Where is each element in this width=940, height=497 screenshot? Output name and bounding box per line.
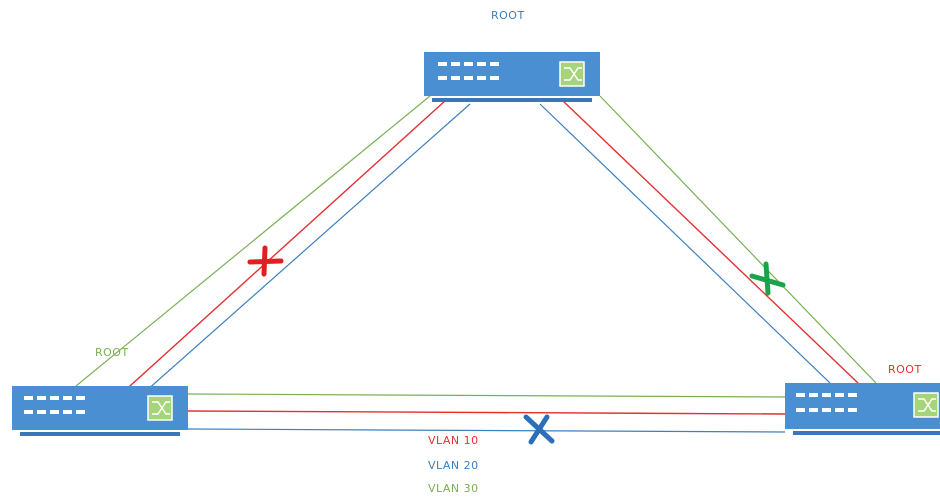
left-root-label: ROOT xyxy=(95,346,129,359)
legend-vlan-10: VLAN 10 xyxy=(428,434,479,447)
vlan20-link-top-left xyxy=(145,103,471,392)
switch-icon xyxy=(559,61,585,87)
vlan20-link-left-right xyxy=(187,428,786,433)
vlan30-link-top-left xyxy=(75,95,431,387)
left-switch xyxy=(12,386,188,436)
port-group-icon xyxy=(438,62,499,80)
switch-icon xyxy=(913,392,939,418)
blocked-port-blue-x-mark-icon xyxy=(523,414,555,445)
vlan10-link-left-right xyxy=(187,410,786,415)
port-group-icon xyxy=(24,396,85,414)
top-root-label: ROOT xyxy=(491,9,525,22)
blocked-port-green-x-mark-icon xyxy=(749,261,786,296)
port-group-icon xyxy=(796,393,857,412)
right-root-label: ROOT xyxy=(888,363,922,376)
link-left-right xyxy=(187,393,786,433)
link-top-right xyxy=(539,95,877,384)
legend-vlan-30: VLAN 30 xyxy=(428,482,479,495)
blocked-port-red-x-mark-icon xyxy=(247,245,284,277)
link-top-left xyxy=(75,95,471,396)
vlan30-link-top-right xyxy=(599,95,877,384)
vlan10-link-top-right xyxy=(561,99,859,384)
vlan10-link-top-left xyxy=(119,99,447,396)
switch-icon xyxy=(147,395,173,421)
vlan30-link-left-right xyxy=(187,393,786,398)
right-switch xyxy=(785,383,940,435)
legend-vlan-20: VLAN 20 xyxy=(428,459,479,472)
vlan20-link-top-right xyxy=(539,103,831,384)
top-switch xyxy=(424,52,600,102)
